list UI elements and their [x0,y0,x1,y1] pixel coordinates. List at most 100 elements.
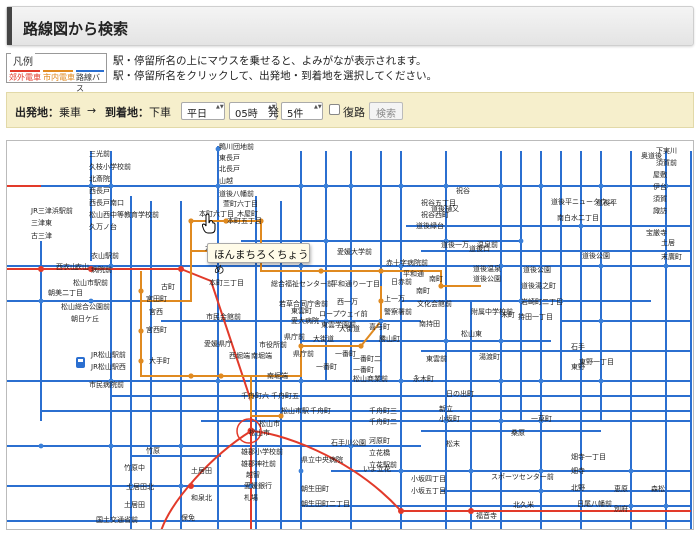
station-label[interactable]: 宮西町 [146,325,167,334]
station-label[interactable]: 保免 [181,513,195,522]
station-label[interactable]: 西一万 [337,298,358,306]
from-value[interactable]: 乗車 [59,106,81,119]
station-label[interactable]: 県庁前 [293,349,314,358]
station-label[interactable]: 屋敷 [653,170,667,179]
station-label[interactable]: JR三津浜駅前 [30,206,73,215]
station-label[interactable]: 南持田 [419,319,440,328]
station-label[interactable]: 小坂町 [439,414,460,423]
station-label[interactable]: 県立中央病院 [301,455,343,464]
station-label[interactable]: 愛媛銀行 [244,481,272,490]
station-label[interactable]: 宝厳寺 [646,228,667,237]
station-label[interactable]: 一番町 [316,363,337,371]
station-label[interactable]: 小坂五丁目 [411,486,446,495]
station-label[interactable]: 木屋町 [237,209,258,218]
station-label[interactable]: 北長戸 [219,165,240,173]
station-label[interactable]: 道後平ニュータウン [551,197,614,206]
station-label[interactable]: 末町 [501,310,515,319]
station-label[interactable]: 畑寺 [571,467,585,475]
to-value[interactable]: 下車 [149,106,171,119]
search-button[interactable]: 検索 [369,102,403,120]
station-label[interactable]: スポーツセンター前 [491,472,554,481]
station-label[interactable]: 勝山町 [379,334,400,343]
station-label[interactable]: 国土交通省前 [96,515,138,524]
station-label[interactable]: 宮西 [149,307,163,316]
station-label[interactable]: 道後緑台 [416,221,444,230]
station-label[interactable]: 北久米 [513,500,534,509]
route-map[interactable]: 鴨川団地前東長戸北長戸山越道後八幡前萱町六丁目三光前久枝小学校前北斎院西長戸西長… [6,140,694,530]
station-label[interactable]: 須賀前 [656,158,677,167]
station-label[interactable]: 日の出町 [446,389,474,398]
station-label[interactable]: 文化会館前 [417,299,452,308]
station-label[interactable]: 喜与町 [369,322,390,331]
station-label[interactable]: 上一万 [384,294,405,303]
station-label[interactable]: 道後公園 [582,251,610,260]
station-label[interactable]: 朝美二丁目 [48,288,83,297]
station-label[interactable]: 総合福祉センター前 [271,279,334,288]
station-label[interactable]: JR松山駅前 [90,350,126,359]
station-label[interactable]: 本町三丁目 [209,278,244,287]
station-label[interactable]: 道後樋又 [431,204,459,213]
station-label[interactable]: 石手 [571,342,585,351]
station-label[interactable]: 北野 [571,484,585,492]
station-label[interactable]: 一番町 [335,350,356,358]
station-label[interactable]: 松山市駅 [281,406,309,415]
station-label[interactable]: いよ立花 [363,464,391,473]
station-label[interactable]: 竹原 [146,446,160,455]
station-label[interactable]: 若草合同庁舎前 [279,299,328,308]
station-label[interactable]: 雄郡小学校前 [241,447,283,456]
station-label[interactable]: 西衣山 [56,262,77,271]
station-label[interactable]: 南町 [416,286,430,295]
station-label[interactable]: 立花橋 [369,448,390,457]
station-label[interactable]: 祝谷 [456,186,470,195]
station-label[interactable]: 西長戸南口 [89,198,124,207]
station-label[interactable]: 南堀端 [251,351,272,360]
station-label[interactable]: 朝日ケ丘 [71,314,99,323]
station-label[interactable]: 大街道 [313,334,334,343]
station-label[interactable]: 鴨川団地前 [219,142,254,151]
station-label[interactable]: 東野 [571,362,585,371]
station-label[interactable]: 南町 [429,274,443,283]
station-label[interactable]: 松山市 [259,419,280,428]
station-label[interactable]: 久万ノ台 [89,222,117,231]
station-label[interactable]: 赤十字病院前 [386,258,428,267]
station-label[interactable]: 病院前 [91,265,112,274]
station-label[interactable]: 小坂四丁目 [411,474,446,483]
station-label[interactable]: 朝生田町 [301,484,329,493]
station-label[interactable]: 松山市 [249,428,270,437]
station-label[interactable]: 千舟町 [310,406,331,415]
count-select[interactable]: 5件 [281,102,323,120]
station-label[interactable]: 山越 [219,176,233,185]
hour-select[interactable]: 05時 [229,102,277,120]
station-label[interactable]: 三光前 [89,149,110,158]
station-label[interactable]: 一草町 [531,414,552,423]
station-label[interactable]: 萱町六丁目 [223,199,258,208]
station-label[interactable]: 千舟町三 [369,406,397,415]
station-label[interactable]: 恵原 [614,484,628,493]
station-label[interactable]: 久枝小学校前 [89,162,131,171]
station-label[interactable]: 須賀 [653,194,667,203]
station-label[interactable]: 愛媛県庁 [204,339,232,348]
station-label[interactable]: 奥道後 [641,151,662,160]
station-label[interactable]: 森松 [651,484,665,493]
station-label[interactable]: 本町五丁目 [227,216,262,225]
station-label[interactable]: 平和通り一丁目 [331,279,380,288]
station-label[interactable]: 東長戸 [219,153,240,162]
station-label[interactable]: 福音寺 [476,511,497,520]
station-label[interactable]: 道後湯之町 [521,281,556,290]
station-label[interactable]: 雄郡神社前 [241,459,276,468]
station-label[interactable]: 千舟町六 [241,391,269,400]
station-label[interactable]: 松山商業前 [353,374,388,383]
station-label[interactable]: 石手川公園 [331,438,366,447]
station-label[interactable]: 土居 [661,238,675,247]
station-label[interactable]: 北斎院 [89,174,110,183]
station-label[interactable]: 松山東 [461,329,482,338]
station-label[interactable]: 下実川 [656,146,677,155]
station-label[interactable]: 岩崎町二丁目 [521,297,563,306]
station-label[interactable]: 警察署前 [384,307,412,316]
station-label[interactable]: 本町六丁目 [199,209,234,218]
station-label[interactable]: 宮田町 [146,294,167,303]
station-label[interactable]: 畑寺一丁目 [571,453,606,461]
station-label[interactable]: 道後八幡前 [219,189,254,198]
station-label[interactable]: 河原町 [369,437,390,445]
station-label[interactable]: 大街道 [339,324,360,333]
